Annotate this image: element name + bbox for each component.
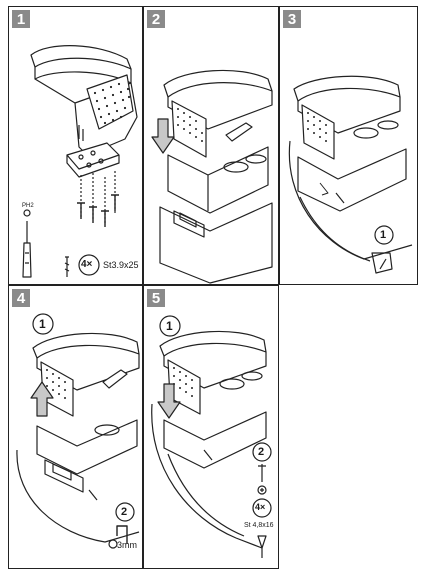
step-2-illustration [151, 69, 273, 284]
substep-a-number: 1 [166, 319, 173, 333]
step-3-illustration [288, 75, 413, 274]
screw-count: 4× [255, 502, 266, 512]
step-4-illustration [16, 313, 140, 549]
step-number-badge: 2 [147, 10, 165, 28]
substep-b-number: 2 [121, 506, 128, 518]
step-1-illustration [22, 45, 138, 278]
substep-a-number: 1 [39, 317, 46, 331]
substep-number: 1 [380, 229, 387, 241]
step-4-panel: 4 [8, 285, 143, 569]
substep-b-number: 2 [258, 446, 265, 458]
step-3-panel: 3 1 [279, 6, 418, 285]
screw-count: 4× [81, 259, 93, 270]
tool-label: PH2 [22, 203, 34, 209]
step-5-illustration [151, 315, 272, 558]
step-number-badge: 3 [283, 10, 301, 28]
step-number-badge: 5 [147, 289, 165, 307]
screw-spec: St3.9x25 [103, 260, 139, 270]
step-number-badge: 4 [12, 289, 30, 307]
step-number-badge: 1 [12, 10, 30, 28]
step-5-panel: 5 [143, 285, 279, 569]
step-1-panel: 1 [8, 6, 143, 285]
screw-spec: St 4,8x16 [244, 522, 274, 529]
drill-size: 3mm [117, 540, 137, 550]
step-2-panel: 2 [143, 6, 279, 285]
